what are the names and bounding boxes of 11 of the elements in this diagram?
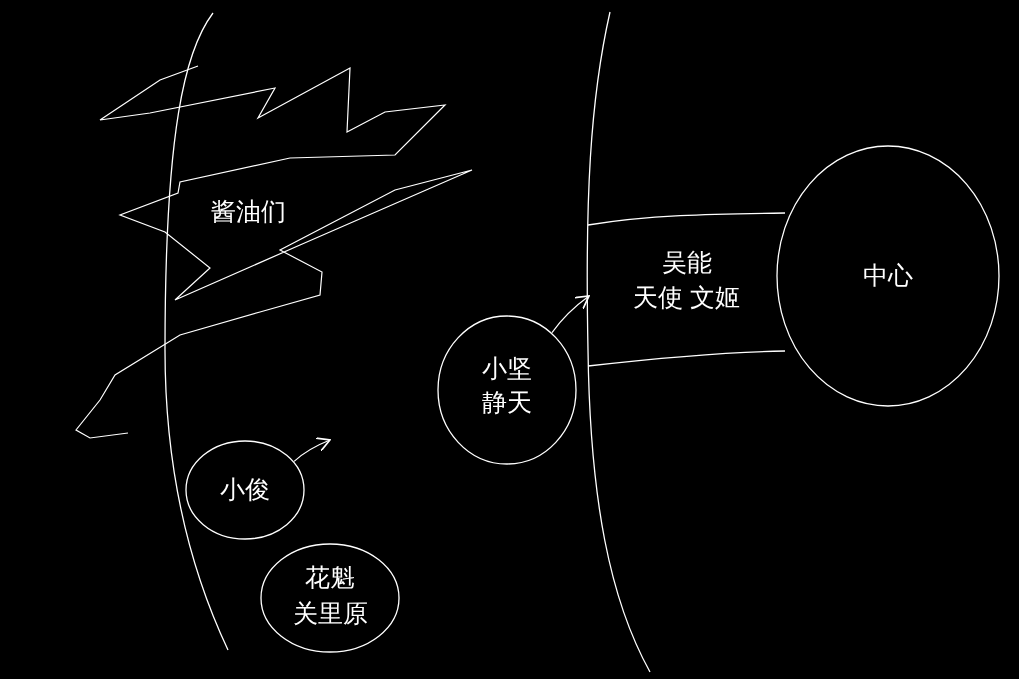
name-label: 静天 xyxy=(481,387,533,419)
name-label: 天使 文姬 xyxy=(631,282,742,314)
arrow xyxy=(293,437,331,462)
name-label: 小坚 xyxy=(481,353,533,385)
name-label: 中心 xyxy=(862,260,914,292)
name-label: 花魁 xyxy=(304,562,356,594)
name-label: 关里原 xyxy=(291,598,369,630)
name-label: 小俊 xyxy=(219,474,271,506)
arrow xyxy=(551,295,590,334)
name-label: 酱油们 xyxy=(209,196,287,228)
name-label: 吴能 xyxy=(660,247,713,279)
